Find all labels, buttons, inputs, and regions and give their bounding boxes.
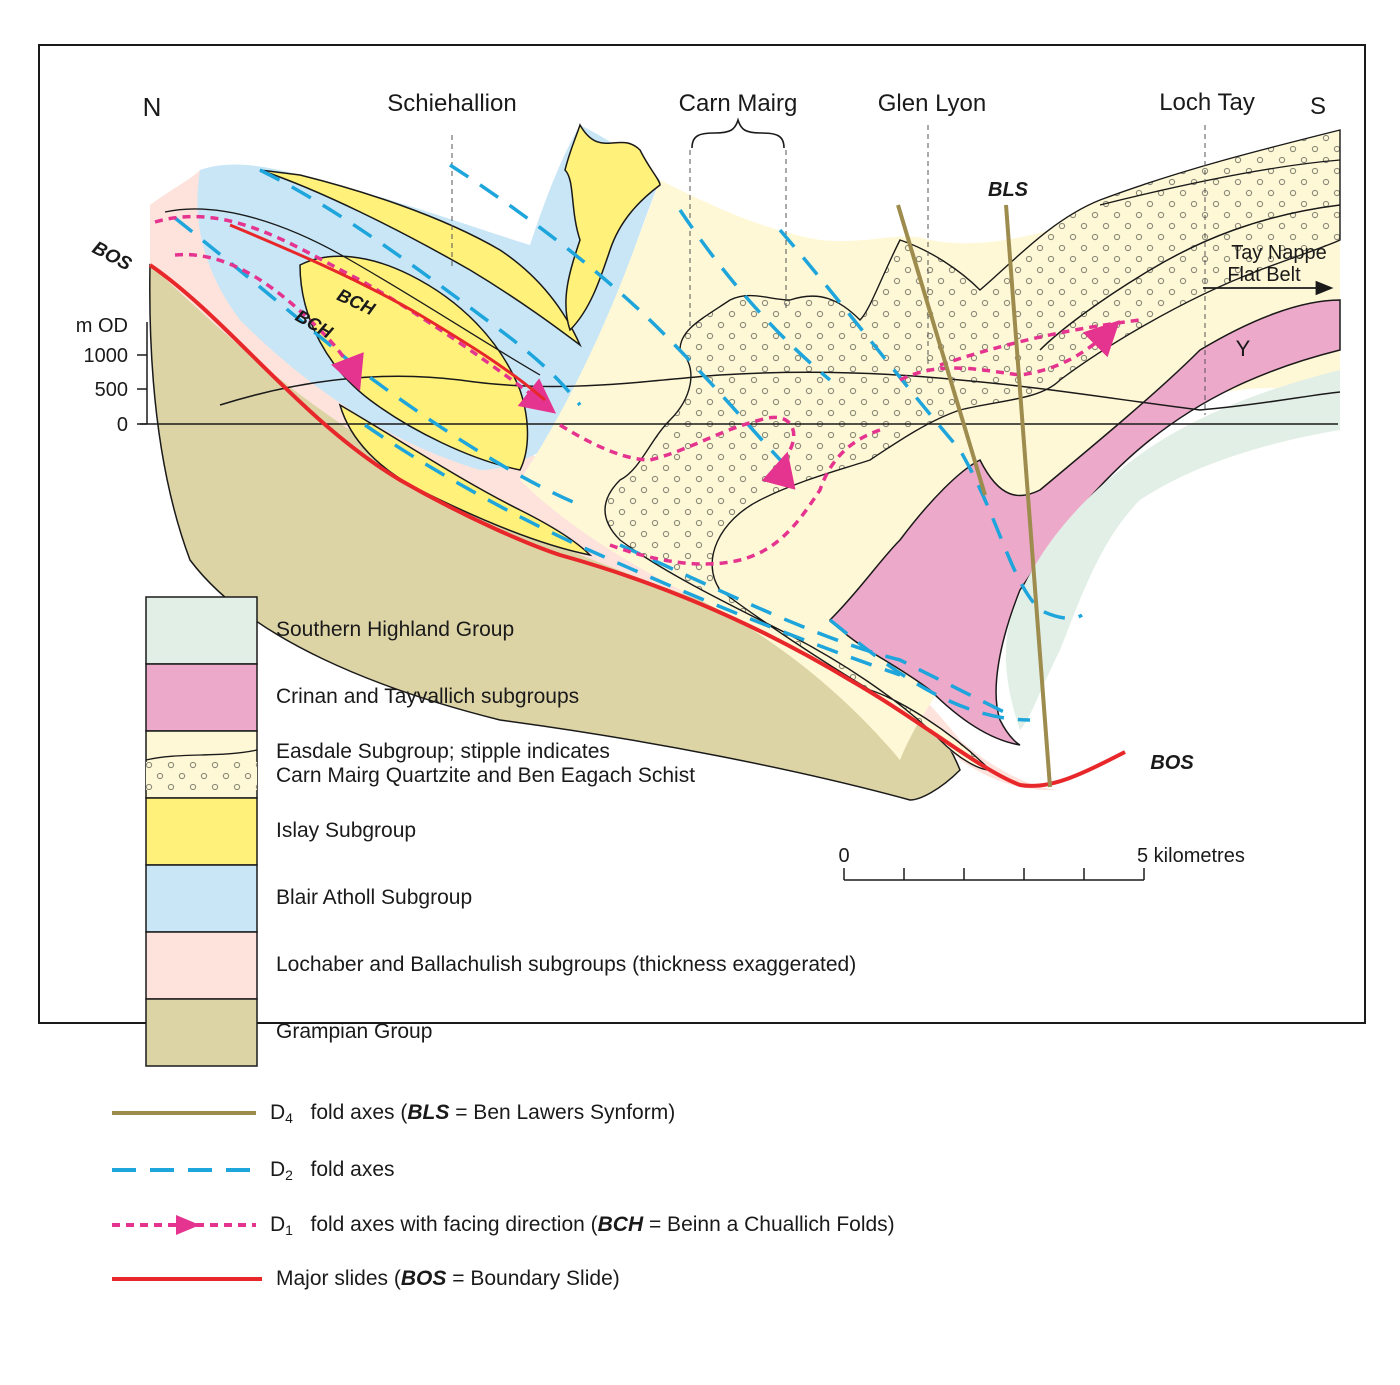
legend-d4-abbr: BLS [407, 1101, 450, 1124]
height-axis [137, 322, 148, 425]
legend-d1-prefix: D [270, 1213, 286, 1236]
legend-slide-text: Major slides (BOS = Boundary Slide) [276, 1267, 620, 1291]
southern-highland-unit [1005, 370, 1340, 730]
glen-lyon-label: Glen Lyon [878, 90, 987, 117]
legend-label-easdale-line1: Easdale Subgroup; stipple indicates [276, 740, 610, 763]
height-tick-1000: 1000 [84, 345, 129, 367]
bos-right-label: BOS [1150, 752, 1194, 774]
legend-d4-text-after: = Ben Lawers Synform) [449, 1101, 676, 1124]
legend-d1-text: D1 fold axes with facing direction (BCH … [270, 1213, 895, 1238]
legend-d4-prefix: D [270, 1101, 286, 1124]
legend-label-grampian: Grampian Group [276, 1020, 433, 1043]
legend-label-islay: Islay Subgroup [276, 819, 417, 842]
legend-slide-abbr: BOS [400, 1267, 447, 1290]
upper-slide [229, 223, 546, 402]
legend-d2-subscript: 2 [285, 1167, 293, 1183]
legend-d1-abbr: BCH [597, 1213, 644, 1236]
tay-nappe-label-line1: Tay Nappe [1231, 242, 1327, 264]
legend-d2-text-before: fold axes [310, 1158, 395, 1181]
formation-boundary [1039, 204, 1341, 351]
formation-boundary [164, 208, 541, 376]
tay-nappe-label-line2: Flat Belt [1227, 264, 1301, 286]
schiehallion-label: Schiehallion [387, 90, 516, 117]
bls-label: BLS [988, 179, 1029, 201]
legend-label-easdale-line2: Carn Mairg Quartzite and Ben Eagach Schi… [276, 764, 696, 787]
carn-mairg-label: Carn Mairg [679, 90, 798, 117]
legend-label-crinan-tayvallich: Crinan and Tayvallich subgroups [276, 685, 580, 708]
legend-d2-text: D2 fold axes [270, 1158, 395, 1183]
legend-label-southern-highland: Southern Highland Group [276, 618, 515, 641]
y-label: Y [1236, 336, 1251, 361]
legend-slide-text-after: = Boundary Slide) [446, 1267, 620, 1290]
north-label: N [143, 92, 162, 122]
legend-d1-subscript: 1 [285, 1222, 293, 1238]
scale-bar-end: 5 kilometres [1137, 845, 1245, 867]
carn-mairg-brace [691, 117, 785, 149]
height-tick-0: 0 [117, 414, 128, 436]
legend-slide-text-before: Major slides ( [276, 1267, 401, 1290]
d1-fold-axes [154, 214, 1141, 566]
legend-d1-arrow [176, 1215, 200, 1235]
carn-mairg-stipple-unit [604, 129, 1341, 771]
formation-boundary [219, 371, 1341, 411]
height-tick-500: 500 [95, 379, 128, 401]
south-label: S [1310, 93, 1326, 120]
d4-fold-axis-left [896, 204, 987, 496]
figure-frame [38, 44, 1366, 1024]
legend-d1-text-after: = Beinn a Chuallich Folds) [643, 1213, 895, 1236]
legend-d1-text-before: fold axes with facing direction ( [310, 1213, 598, 1236]
legend-swatches [145, 596, 258, 1067]
islay-crest [564, 123, 661, 332]
legend-d4-text-before: fold axes ( [310, 1101, 408, 1124]
bos-left-label: BOS [89, 238, 136, 276]
formation-boundary [1099, 159, 1341, 206]
legend-label-lochaber-ballachulish: Lochaber and Ballachulish subgroups (thi… [276, 953, 857, 976]
legend-d2-prefix: D [270, 1158, 286, 1181]
islay-upper-band [259, 169, 582, 348]
boundary-slide [148, 263, 1126, 788]
d4-fold-axis-bls [1004, 204, 1052, 788]
legend-d4-subscript: 4 [285, 1110, 293, 1126]
height-axis-unit: m OD [76, 315, 128, 337]
scale-bar-start: 0 [838, 845, 849, 867]
scale-bar [843, 868, 1145, 881]
loch-tay-label: Loch Tay [1159, 89, 1255, 116]
legend-label-blair-atholl: Blair Atholl Subgroup [276, 886, 473, 909]
legend-d4-text: D4 fold axes (BLS = Ben Lawers Synform) [270, 1101, 675, 1126]
